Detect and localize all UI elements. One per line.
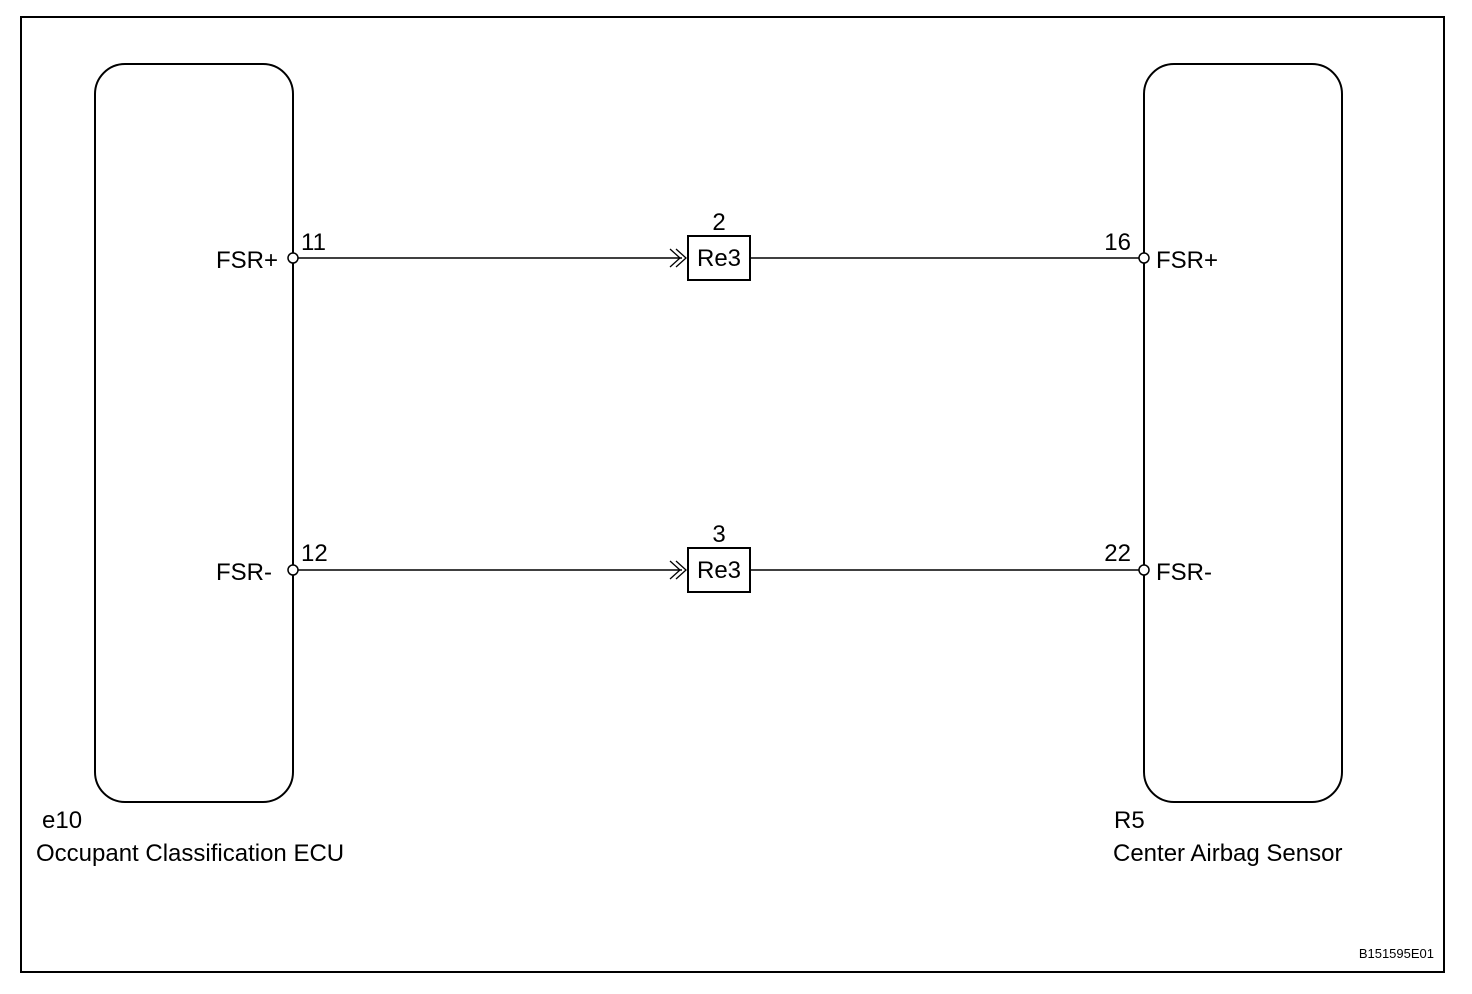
- right-terminal-pin: 22: [1104, 540, 1131, 567]
- right-terminal-signal: FSR+: [1156, 247, 1218, 274]
- left-terminal-signal: FSR-: [216, 559, 272, 586]
- right-terminal-pin: 16: [1104, 229, 1131, 256]
- left-component-code: e10: [42, 807, 82, 834]
- connector-re3-box: [687, 547, 751, 593]
- connector-label: Re3: [697, 245, 741, 272]
- right-terminal-signal: FSR-: [1156, 559, 1212, 586]
- left-terminal-pin: 11: [301, 229, 326, 256]
- connector-chevron-icon: [669, 560, 687, 580]
- left-terminal-pin: 12: [301, 540, 328, 567]
- occupant-classification-ecu-box: [94, 63, 294, 803]
- diagram-frame: [20, 16, 1445, 973]
- reference-code: B151595E01: [1359, 946, 1434, 961]
- left-terminal-signal: FSR+: [216, 247, 278, 274]
- terminal-circle: [1138, 564, 1150, 576]
- right-component-name: Center Airbag Sensor: [1113, 840, 1342, 867]
- connector-pin: 3: [712, 521, 725, 548]
- connector-re3-box: [687, 235, 751, 281]
- terminal-circle: [287, 252, 299, 264]
- terminal-circle: [1138, 252, 1150, 264]
- connector-label: Re3: [697, 557, 741, 584]
- connector-chevron-icon: [669, 248, 687, 268]
- terminal-circle: [287, 564, 299, 576]
- center-airbag-sensor-box: [1143, 63, 1343, 803]
- right-component-code: R5: [1114, 807, 1145, 834]
- connector-pin: 2: [712, 209, 725, 236]
- left-component-name: Occupant Classification ECU: [36, 840, 344, 867]
